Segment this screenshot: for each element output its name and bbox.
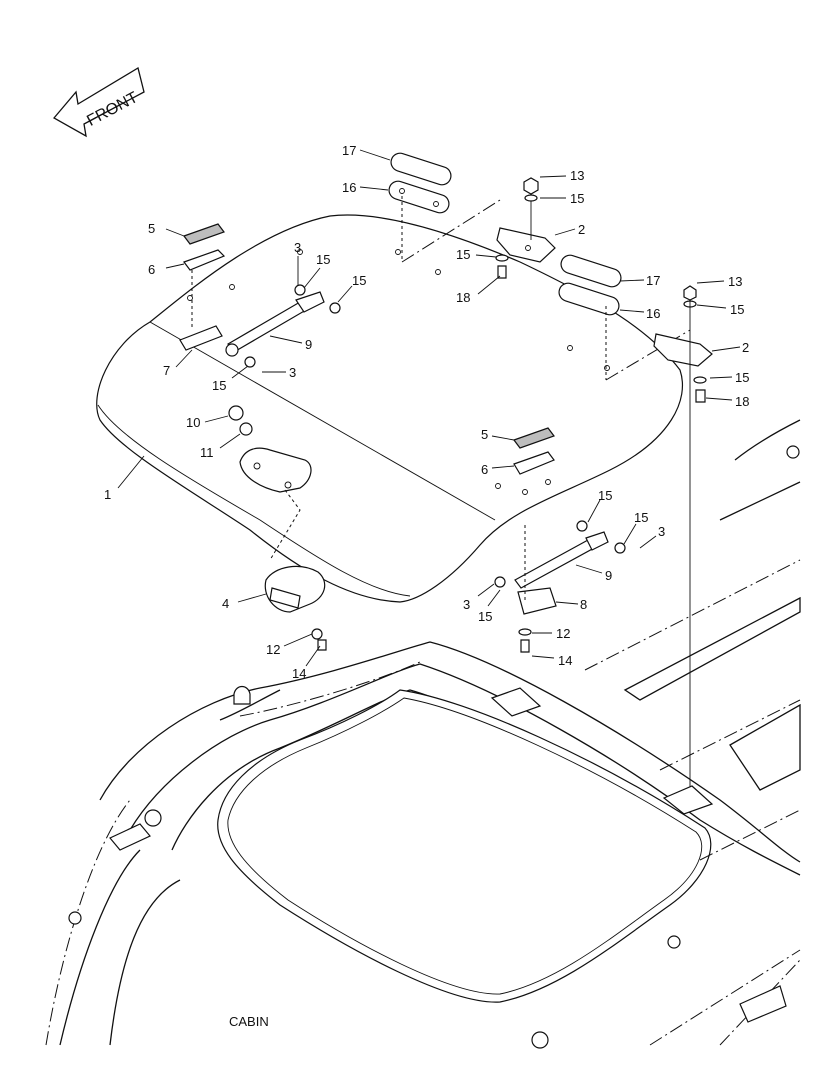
callout-15-top: 15: [570, 191, 584, 206]
hinge-bracket-2-top: [496, 177, 556, 263]
callout-3-top: 3: [294, 240, 301, 255]
callout-14-right: 14: [558, 653, 572, 668]
callout-12-right: 12: [556, 626, 570, 641]
gas-strut-9-top: [179, 291, 325, 357]
callout-13-top: 13: [570, 168, 584, 183]
callout-17-top: 17: [342, 143, 356, 158]
callout-18-far: 18: [735, 394, 749, 409]
callout-14-left: 14: [292, 666, 306, 681]
callout-15-right: 15: [730, 302, 744, 317]
callout-15-low-a: 15: [598, 488, 612, 503]
callout-3-left: 3: [289, 365, 296, 380]
callout-15-low-c: 15: [478, 609, 492, 624]
callout-6-right: 6: [481, 462, 488, 477]
cabin-body: [45, 419, 801, 1049]
callout-7: 7: [163, 363, 170, 378]
callout-15-top-b: 15: [352, 273, 366, 288]
gas-strut-9-lower: [514, 531, 609, 615]
roof-panel: [96, 214, 684, 603]
callout-6-left: 6: [148, 262, 155, 277]
front-arrow: FRONT: [52, 66, 145, 138]
callout-5-left: 5: [148, 221, 155, 236]
callout-3-low-left: 3: [463, 597, 470, 612]
callout-17-right: 17: [646, 273, 660, 288]
hinge-bracket-2-right: [653, 285, 713, 800]
pad-5-right: [513, 427, 555, 449]
cabin-label: CABIN: [229, 1014, 269, 1029]
callout-15-far: 15: [735, 370, 749, 385]
callout-2-top: 2: [578, 222, 585, 237]
pad-17-top: [390, 152, 452, 186]
pad-5-left: [183, 223, 225, 245]
callout-1: 1: [104, 487, 111, 502]
plate-16-top: [388, 180, 450, 214]
callout-9-lower: 9: [605, 568, 612, 583]
plate-6-right: [513, 451, 555, 475]
callout-16-right: 16: [646, 306, 660, 321]
callout-labels: 17 16 13 15 2 5 6 3 15 15 15 18 17 13 15…: [104, 143, 749, 681]
callout-18-mid: 18: [456, 290, 470, 305]
callout-5-right: 5: [481, 427, 488, 442]
plate-16-right: [558, 282, 620, 316]
callout-11: 11: [200, 445, 214, 460]
callout-12-left: 12: [266, 642, 280, 657]
callout-15-low-b: 15: [634, 510, 648, 525]
callout-9-top: 9: [305, 337, 312, 352]
callout-15-mid: 15: [456, 247, 470, 262]
callout-10: 10: [186, 415, 200, 430]
callout-4: 4: [222, 596, 229, 611]
callout-8: 8: [580, 597, 587, 612]
latch-4: [264, 565, 326, 613]
callout-3-low-right: 3: [658, 524, 665, 539]
callout-13-right: 13: [728, 274, 742, 289]
plate-6-left: [183, 249, 226, 271]
callout-2-right: 2: [742, 340, 749, 355]
callout-15-left: 15: [212, 378, 226, 393]
callout-16-top: 16: [342, 180, 356, 195]
callout-15-top-a: 15: [316, 252, 330, 267]
